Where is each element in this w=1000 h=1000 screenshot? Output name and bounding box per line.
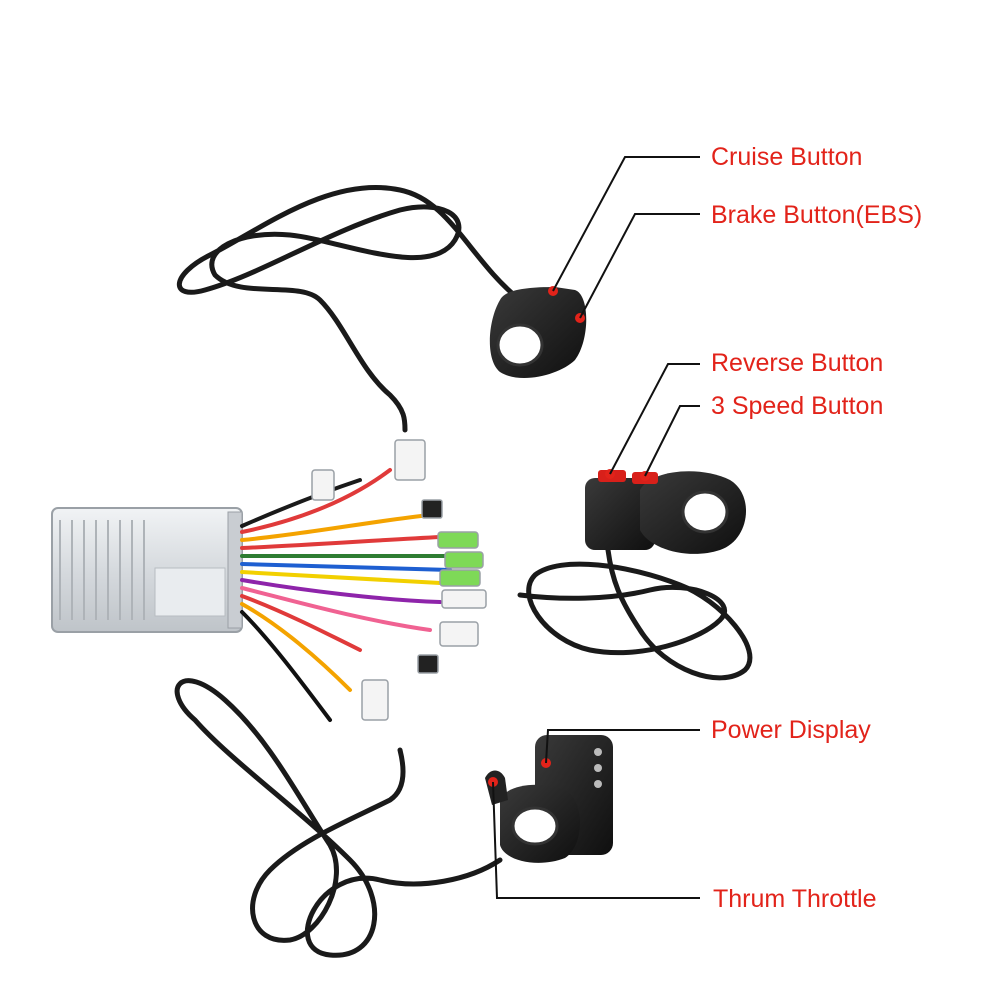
reverse-button-label: Reverse Button: [711, 349, 884, 377]
cable-top: [176, 184, 523, 433]
leader-power: [545, 729, 700, 764]
leader-lines: [492, 156, 700, 899]
controller-box: [51, 507, 243, 633]
cruise-brake-switch: [489, 287, 587, 379]
brake-button-label: Brake Button(EBS): [711, 201, 923, 229]
thumb-throttle: [485, 735, 613, 863]
leader-speed: [644, 405, 700, 477]
leader-reverse: [609, 363, 700, 475]
connectors: [311, 439, 487, 721]
leader-cruise: [552, 156, 700, 292]
speed-button-label: 3 Speed Button: [711, 392, 884, 420]
power-display-label: Power Display: [711, 716, 871, 744]
thrum-throttle-label: Thrum Throttle: [713, 885, 877, 913]
wire-harness: [240, 468, 452, 722]
leader-brake: [579, 213, 700, 319]
cable-bottom: [174, 678, 503, 958]
cable-middle: [517, 547, 753, 681]
cruise-button-label: Cruise Button: [711, 143, 863, 171]
leader-throttle: [492, 781, 700, 899]
reverse-speed-switch: [585, 470, 747, 554]
